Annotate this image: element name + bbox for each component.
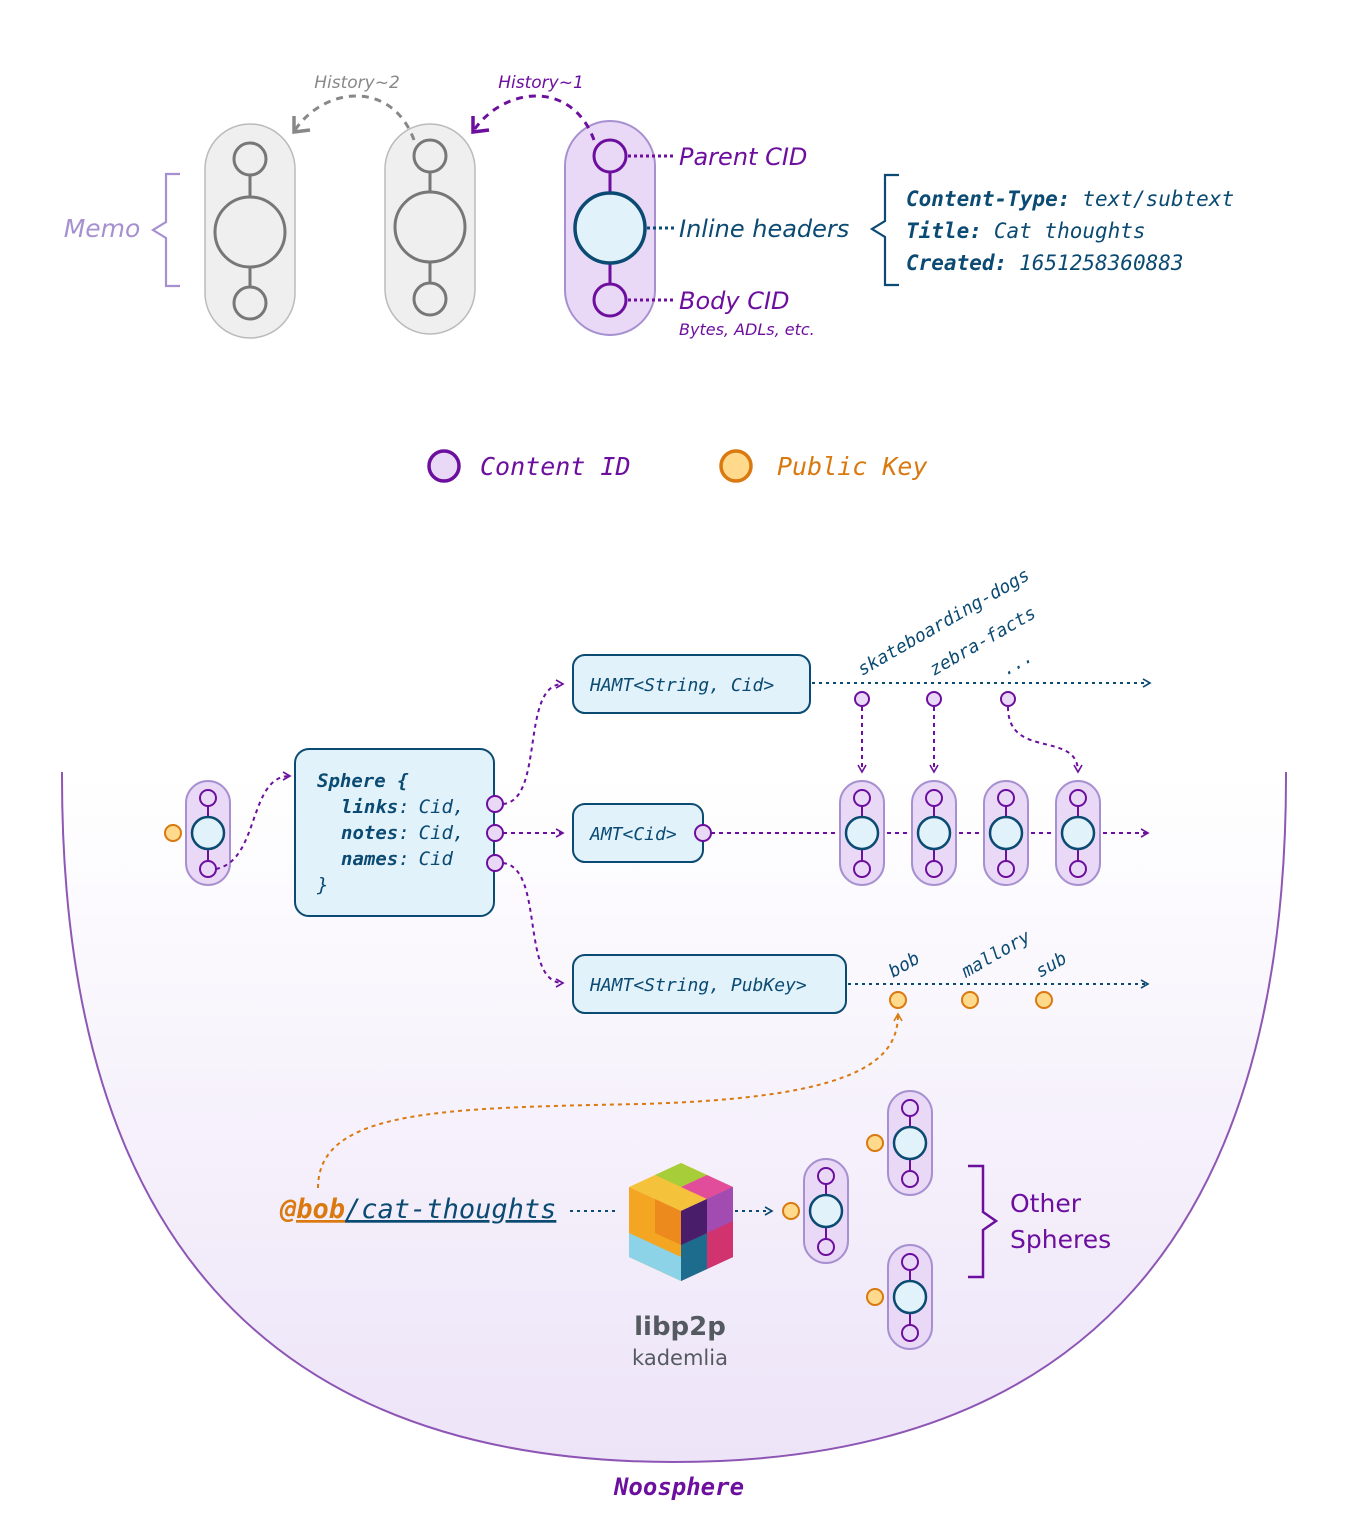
sphere-struct: Sphere { links:Cid, notes:Cid, names:Cid… [294, 748, 504, 917]
svg-text:names:Cid: names:Cid [341, 848, 454, 870]
hamt-links: HAMT<String, Cid> [572, 654, 811, 714]
inline-headers-list: Content-Type:text/subtext Title:Cat thou… [906, 187, 1234, 275]
body-cid-label: Body CID [679, 287, 790, 315]
legend: Content ID Public Key [427, 449, 928, 483]
hamt-key-ellipsis: ... [998, 646, 1037, 680]
libp2p-logo [629, 1163, 733, 1281]
other-spheres-label: Other Spheres [1010, 1189, 1111, 1254]
hamt-names: HAMT<String, PubKey> [572, 954, 847, 1014]
public-key-node [1035, 991, 1053, 1009]
libp2p-sub: kademlia [632, 1346, 728, 1370]
svg-text:AMT<Cid>: AMT<Cid> [589, 824, 677, 845]
history-1-label: History~1 [498, 73, 584, 93]
svg-text:HAMT<String, PubKey>: HAMT<String, PubKey> [589, 975, 807, 996]
parent-cid-label: Parent CID [679, 143, 807, 171]
noosphere-label: Noosphere [613, 1473, 744, 1501]
noosphere-bowl [61, 772, 1287, 1462]
body-cid-sublabel: Bytes, ADLs, etc. [679, 320, 815, 339]
svg-text:Created:1651258360883: Created:1651258360883 [906, 251, 1184, 275]
note-memo [1055, 780, 1101, 886]
public-key-node [164, 824, 182, 842]
svg-text:Content-Type:text/subtext: Content-Type:text/subtext [906, 187, 1234, 211]
other-spheres-brace [968, 1164, 999, 1279]
svg-text:Title:Cat thoughts: Title:Cat thoughts [906, 219, 1146, 243]
other-sphere [782, 1158, 849, 1264]
headers-brace [869, 173, 899, 287]
sphere-title: Sphere { [317, 770, 409, 792]
amt-notes: AMT<Cid> [572, 803, 712, 863]
public-key-node [889, 991, 907, 1009]
parent-cid-node [592, 138, 628, 174]
svg-text:links:Cid,: links:Cid, [341, 796, 464, 818]
note-memo [983, 780, 1029, 886]
sphere-address[interactable]: @bob/cat-thoughts [279, 1194, 556, 1225]
svg-text:HAMT<String, Cid>: HAMT<String, Cid> [589, 675, 774, 696]
public-key-node [961, 991, 979, 1009]
other-sphere [866, 1244, 933, 1350]
noosphere-bowl-outline [60, 771, 1288, 1464]
libp2p-name: libp2p [634, 1312, 726, 1342]
content-id-legend-label: Content ID [480, 452, 631, 481]
memo-history-2 [204, 123, 296, 339]
sphere-close: } [316, 874, 328, 896]
history-2-label: History~2 [314, 73, 400, 93]
history-1-arrow [472, 94, 596, 141]
memo-current [564, 120, 656, 336]
memo-history-1 [384, 123, 476, 335]
content-id-legend-icon [427, 449, 461, 483]
inline-headers-node [573, 191, 647, 265]
sphere-root-memo [164, 780, 231, 886]
public-key-legend-icon [719, 449, 753, 483]
body-cid-node [592, 282, 628, 318]
svg-text:notes:Cid,: notes:Cid, [341, 822, 464, 844]
memo-brace-label: Memo [64, 214, 141, 243]
memo-brace [150, 172, 180, 288]
public-key-legend-label: Public Key [777, 452, 928, 481]
history-2-arrow [293, 94, 416, 141]
note-memo [839, 780, 885, 886]
other-sphere [866, 1090, 933, 1196]
note-memo [911, 780, 957, 886]
inline-headers-label: Inline headers [679, 215, 849, 243]
